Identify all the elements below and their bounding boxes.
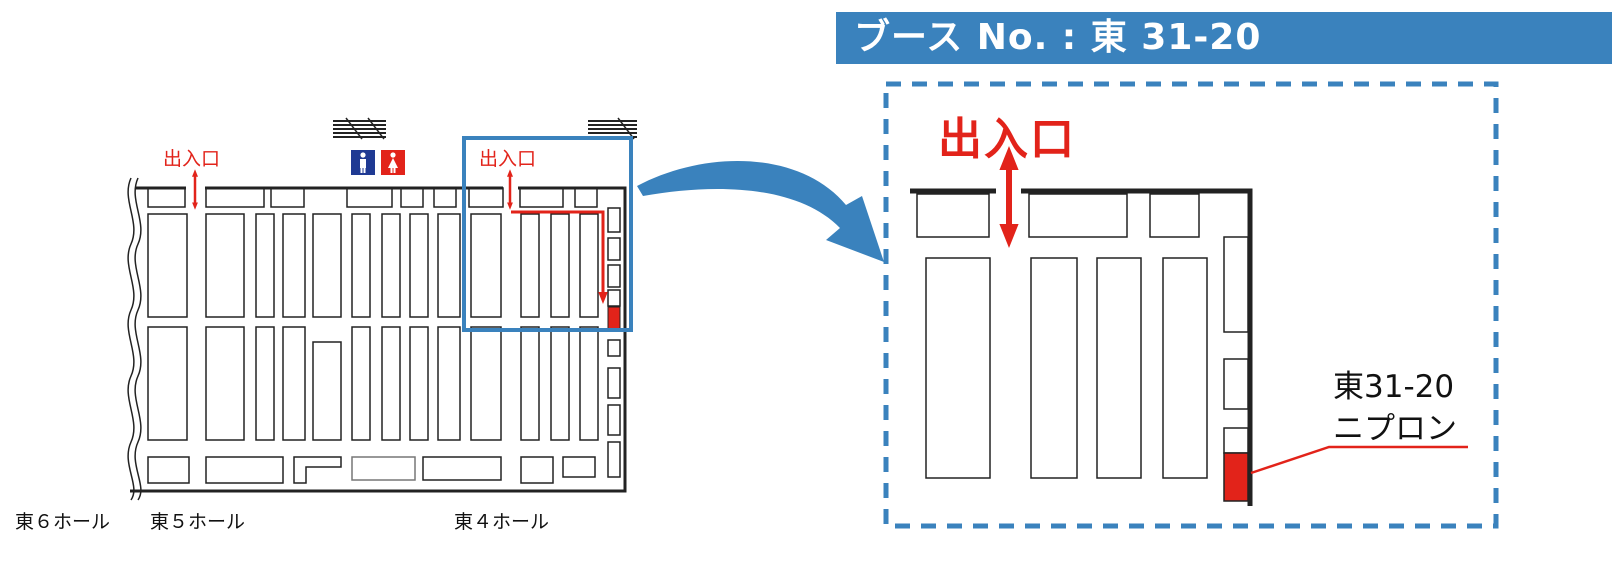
booth-lower-9 [437, 326, 461, 441]
booth-lower-8 [409, 326, 429, 441]
detail-map [910, 188, 1253, 506]
detail-booth-1 [925, 257, 991, 479]
booth-highlight-detail [1223, 452, 1249, 502]
overview-map [127, 177, 627, 501]
detail-booth-top-2 [1028, 193, 1128, 238]
booth-top-5 [400, 187, 424, 208]
overview-entrance-label-left: 出入口 [163, 148, 221, 170]
detail-booth-4 [1162, 257, 1208, 479]
exhibitor-name-label: ニプロン [1333, 411, 1457, 447]
booth-lower-13 [579, 326, 599, 441]
booth-wall-7 [607, 404, 621, 436]
detail-booth-2 [1030, 257, 1078, 479]
booth-lower-11 [520, 326, 540, 441]
detail-booth-top-1 [916, 193, 990, 238]
restroom-male-icon [351, 150, 375, 175]
booth-callout-line [1250, 445, 1468, 475]
hall-wavy-edge-outer [127, 177, 135, 501]
booth-top-4 [346, 187, 393, 208]
booth-upper-10 [470, 213, 502, 318]
zoom-arrow-icon [637, 161, 884, 262]
booth-highlight-overview [607, 306, 621, 330]
booth-code-label: 東31-20 [1333, 369, 1455, 405]
booth-wall-1 [607, 207, 621, 233]
booth-wall-5 [607, 339, 621, 357]
booth-bottom-4 [351, 456, 416, 481]
booth-wall-4 [607, 289, 621, 307]
booth-upper-13 [579, 213, 599, 318]
booth-lower-4 [282, 326, 306, 441]
booth-wall-6 [607, 367, 621, 399]
detail-booth-3 [1096, 257, 1142, 479]
detail-wall [910, 188, 1253, 506]
booth-top-6 [433, 187, 457, 208]
booth-top-1 [147, 187, 186, 208]
booth-bottom-5 [422, 456, 502, 481]
escalator-icon-right [588, 117, 637, 140]
booth-lower-10 [470, 326, 502, 441]
booth-upper-2 [205, 213, 245, 318]
booth-lower-5 [312, 341, 342, 441]
booth-upper-3 [255, 213, 275, 318]
booth-bottom-7 [562, 456, 596, 478]
hall-label-east6: 東６ホール [15, 511, 111, 533]
booth-upper-9 [437, 213, 461, 318]
booth-upper-6 [351, 213, 371, 318]
booth-wall-2 [607, 237, 621, 261]
detail-booth-top-3 [1149, 193, 1200, 238]
detail-dashed-frame [883, 81, 1499, 529]
booth-upper-11 [520, 213, 540, 318]
detail-booth-wall-3 [1223, 427, 1249, 454]
booth-number-banner: ブース No. : 東 31-20 [836, 12, 1612, 64]
booth-lower-1 [147, 326, 188, 441]
booth-bottom-2 [205, 456, 284, 484]
hall-label-east4: 東４ホール [454, 511, 550, 533]
booth-upper-12 [550, 213, 570, 318]
hall-wavy-edge-inner [134, 177, 142, 501]
zoom-selection-frame [462, 136, 633, 332]
booth-upper-4 [282, 213, 306, 318]
booth-bottom-6 [520, 456, 554, 484]
overview-entrance-label-right: 出入口 [479, 148, 537, 170]
escalator-icon-left [333, 117, 386, 140]
restroom-female-icon [381, 150, 405, 175]
booth-top-8 [519, 187, 564, 208]
booth-bottom-1 [147, 456, 190, 484]
booth-upper-1 [147, 213, 188, 318]
booth-lower-2 [205, 326, 245, 441]
booth-lower-3 [255, 326, 275, 441]
booth-bottom-3 [293, 456, 342, 484]
booth-upper-5 [312, 213, 342, 318]
booth-top-7 [468, 187, 504, 208]
detail-booth-wall-2 [1223, 358, 1249, 410]
booth-wall-8 [607, 441, 621, 478]
detail-booth-wall-1 [1223, 236, 1249, 333]
booth-lower-6 [351, 326, 371, 441]
booth-lower-7 [381, 326, 401, 441]
booth-upper-8 [409, 213, 429, 318]
route-path-arrow [511, 210, 608, 304]
booth-wall-3 [607, 264, 621, 288]
booth-top-3 [270, 187, 305, 208]
booth-top-9 [574, 187, 598, 208]
booth-lower-12 [550, 326, 570, 441]
booth-upper-7 [381, 213, 401, 318]
booth-top-2 [205, 187, 265, 208]
hall-label-east5: 東５ホール [150, 511, 246, 533]
